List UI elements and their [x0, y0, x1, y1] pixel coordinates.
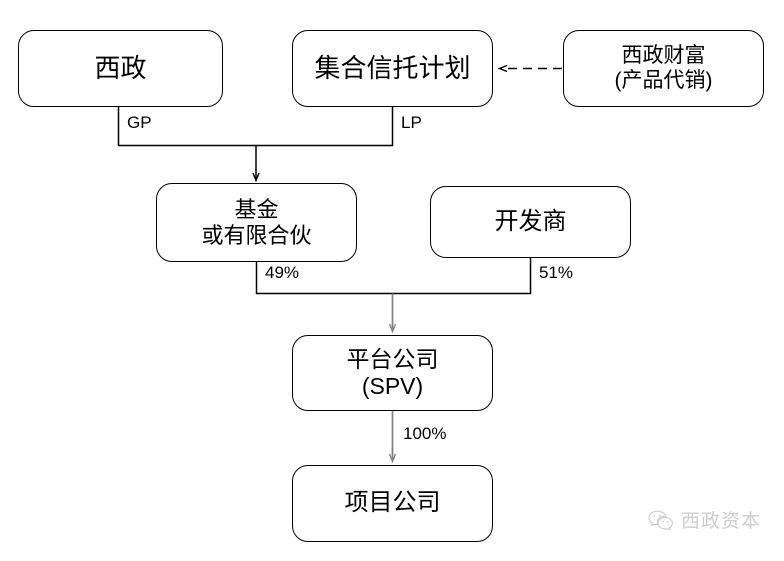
node-xizheng-label: 西政	[94, 53, 147, 84]
node-developer-label: 开发商	[494, 207, 567, 235]
edge-equity-junction	[255, 258, 532, 331]
edge-label-49-percent: 49%	[265, 263, 300, 282]
node-xizheng[interactable]: 西政	[18, 30, 223, 107]
node-xizheng-wealth[interactable]: 西政财富 (产品代销)	[563, 30, 764, 107]
node-fund-label: 基金	[234, 196, 279, 222]
node-xizheng-wealth-label: 西政财富	[621, 43, 706, 67]
node-project-company[interactable]: 项目公司	[292, 465, 493, 542]
node-trust-plan-label: 集合信托计划	[314, 53, 471, 84]
edge-label-gp: GP	[127, 113, 152, 132]
node-xizheng-wealth-sublabel: (产品代销)	[614, 68, 713, 92]
node-fund[interactable]: 基金 或有限合伙	[156, 183, 357, 262]
node-developer[interactable]: 开发商	[430, 186, 631, 258]
edge-gp-lp-junction	[117, 107, 394, 180]
watermark: 西政资本	[648, 506, 761, 533]
edge-label-100-percent: 100%	[403, 424, 447, 443]
edge-label-51-percent: 51%	[539, 263, 574, 282]
node-platform-company-spv[interactable]: 平台公司 (SPV)	[292, 335, 493, 411]
edge-label-lp: LP	[401, 113, 422, 132]
wechat-icon	[648, 510, 674, 530]
node-trust-plan[interactable]: 集合信托计划	[292, 30, 493, 107]
node-spv-sublabel: (SPV)	[361, 373, 424, 399]
watermark-text: 西政资本	[681, 510, 762, 532]
node-project-company-label: 项目公司	[344, 489, 441, 517]
node-spv-label: 平台公司	[346, 345, 439, 372]
node-fund-sublabel: 或有限合伙	[201, 222, 312, 248]
